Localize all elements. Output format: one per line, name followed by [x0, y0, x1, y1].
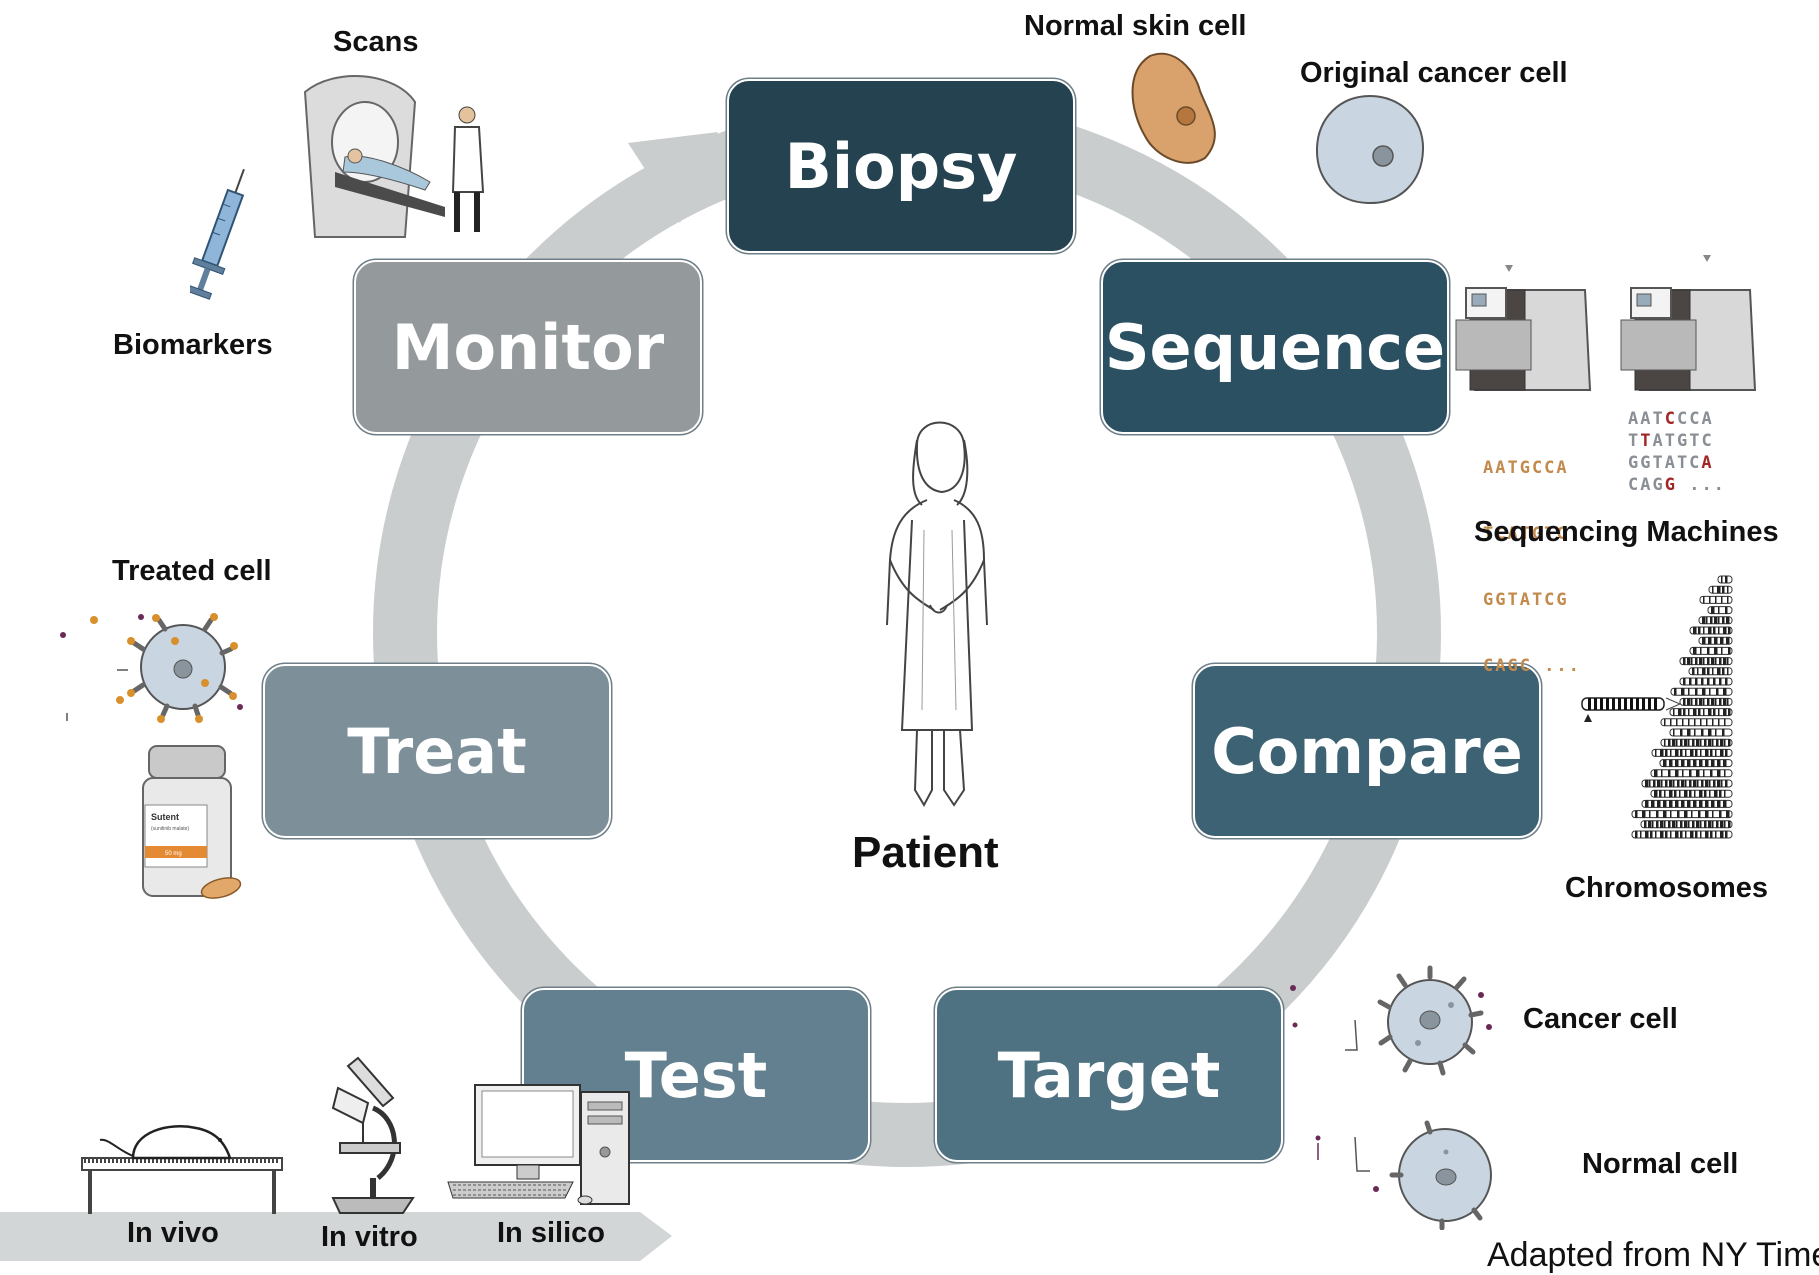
pill-bottle-icon: Sutent (sunitinib malate) 50 mg: [142, 745, 242, 899]
microscope-icon: [331, 1056, 415, 1214]
scans-label: Scans: [333, 26, 419, 58]
step-compare: Compare: [1193, 664, 1541, 838]
normal-cell-label: Normal cell: [1582, 1148, 1739, 1180]
mouse-icon: [81, 1125, 283, 1214]
pill-bottle-dose: 50 mg: [165, 851, 182, 857]
normal-dna-sequence: AATGCCA TCATGTC GGTATCG CAGC ...: [1483, 458, 1581, 676]
cancer-cell-icon: [1290, 965, 1492, 1076]
patient-figure-icon: [886, 421, 988, 808]
step-test: Test: [522, 988, 870, 1162]
in-silico-label: In silico: [497, 1217, 605, 1249]
pill-bottle-sub: (sunitinib malate): [151, 826, 189, 832]
cancer-cell-label: Cancer cell: [1523, 1003, 1678, 1035]
chromosome-ideogram: [1581, 575, 1733, 839]
computer-icon: [447, 1084, 630, 1205]
step-sequence: Sequence: [1101, 260, 1449, 434]
syringe-icon: [190, 168, 245, 300]
step-monitor: Monitor: [354, 260, 702, 434]
pill-bottle-brand: Sutent: [151, 812, 179, 822]
sequencer-icon: [1455, 265, 1592, 391]
sequencer-icon: [1620, 255, 1757, 391]
research-models-arrow: [0, 1212, 672, 1261]
patient-label: Patient: [852, 828, 999, 877]
cancer-dna-line: AATCCCA: [1628, 409, 1714, 429]
credit-text: Adapted from NY Times: [1487, 1236, 1819, 1274]
cancer-dna-line: GGTATCA: [1628, 453, 1714, 473]
normal-skin-cell-label: Normal skin cell: [1024, 10, 1247, 42]
cycle-arrowhead: [628, 132, 718, 223]
treated-cell-label: Treated cell: [112, 555, 272, 587]
step-target: Target: [935, 988, 1283, 1162]
treated-cell-icon: [60, 613, 243, 723]
in-vitro-label: In vitro: [321, 1221, 418, 1253]
ct-scanner-icon: [303, 75, 485, 238]
step-treat: Treat: [263, 664, 611, 838]
original-cancer-cell-label: Original cancer cell: [1300, 57, 1568, 89]
sequencing-machines-label: Sequencing Machines: [1474, 516, 1779, 548]
original-cancer-cell-icon: [1315, 94, 1425, 205]
step-biopsy: Biopsy: [727, 79, 1075, 253]
cancer-dna-line: TTATGTC: [1628, 431, 1714, 451]
in-vivo-label: In vivo: [127, 1217, 219, 1249]
cancer-dna-line: CAGG ...: [1628, 475, 1726, 495]
normal-skin-cell-icon: [1131, 52, 1216, 164]
biomarkers-label: Biomarkers: [113, 329, 273, 361]
chromosomes-label: Chromosomes: [1565, 872, 1769, 904]
normal-cell-icon: [1315, 1120, 1492, 1230]
